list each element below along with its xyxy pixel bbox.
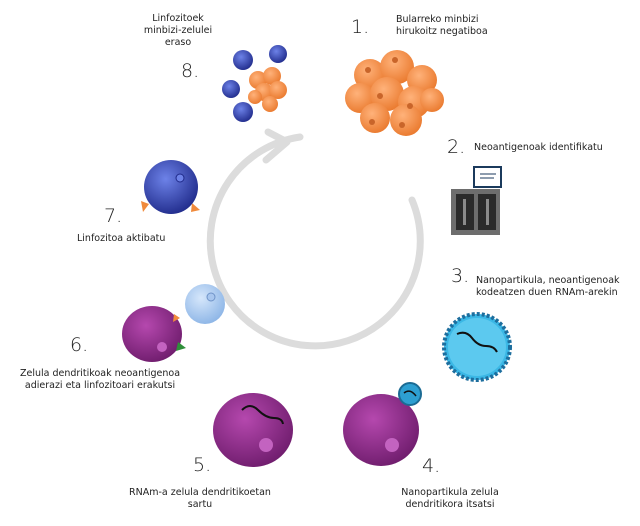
step-5-number: 5.: [193, 454, 212, 476]
step-4-label: Nanopartikula zelula dendritikora itsats…: [401, 487, 499, 510]
step-8-number: 8.: [181, 60, 200, 82]
step-2-number: 2.: [447, 136, 466, 158]
step-5-label: RNAm-a zelula dendritikoetan sartu: [129, 487, 271, 510]
step-3-number: 3.: [451, 265, 470, 287]
step-2-label: Neoantigenoak identifikatu: [474, 142, 603, 153]
step-6-number: 6.: [70, 334, 89, 356]
step-1-number: 1.: [351, 16, 370, 38]
step-4-number: 4.: [422, 455, 441, 477]
step-6-label: Zelula dendritikoak neoantigenoa adieraz…: [19, 368, 181, 391]
step-7-number: 7.: [104, 205, 123, 227]
step-1-label: Bularreko minbizi hirukoitz negatiboa: [396, 14, 488, 37]
step-7-label: Linfozitoa aktibatu: [77, 233, 166, 244]
step-8-label: Linfozitoek minbizi-zelulei eraso: [143, 13, 213, 48]
step-3-label: Nanopartikula, neoantigenoak kodeatzen d…: [476, 275, 620, 298]
